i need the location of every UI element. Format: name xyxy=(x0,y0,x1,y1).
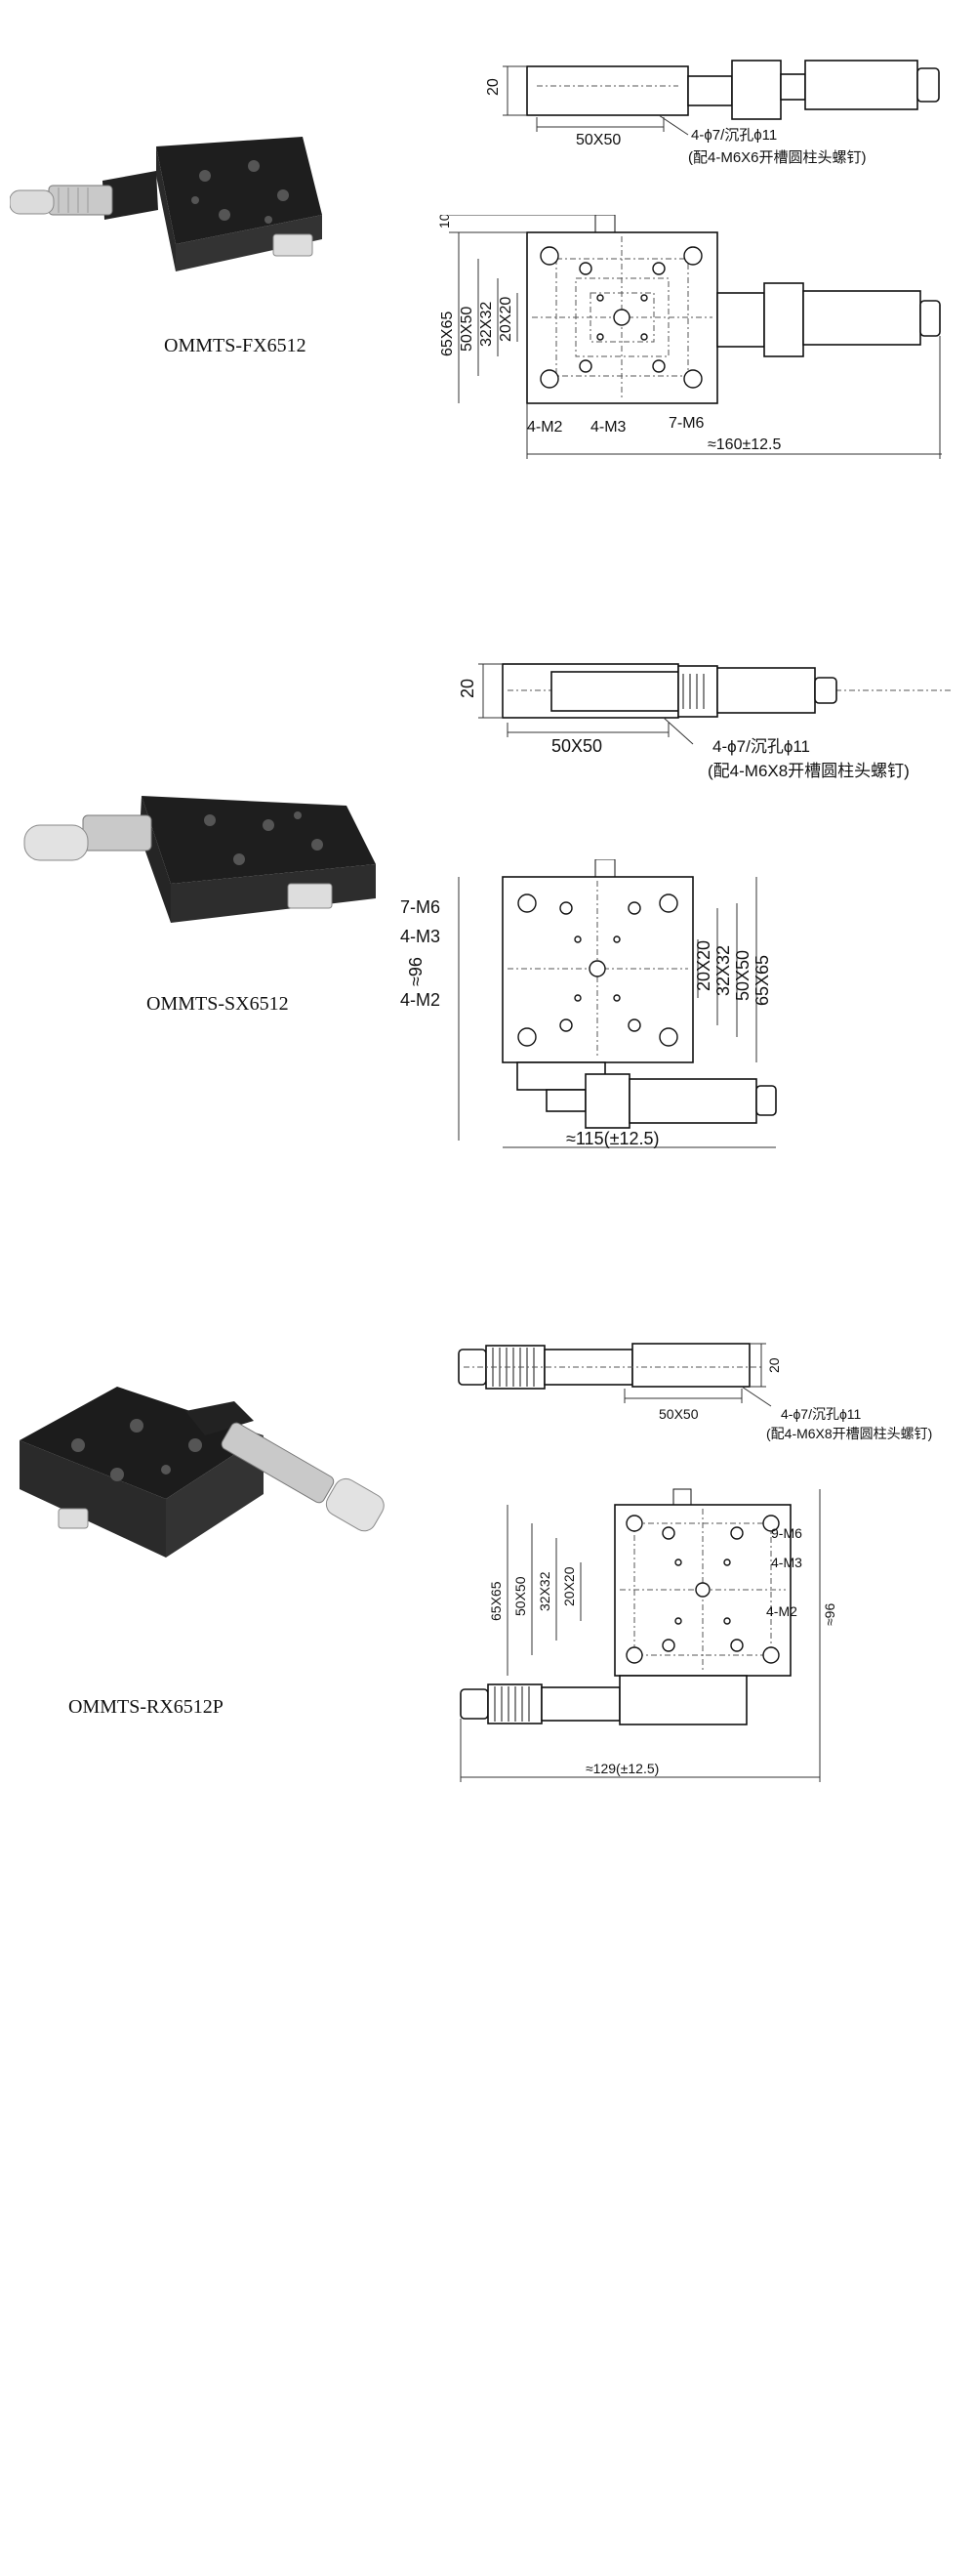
product-section-fx6512: OMMTS-FX6512 20 50X50 4-ϕ7/沉孔ϕ11 (配4-M6X… xyxy=(0,0,976,547)
hole-note: 4-ϕ7/沉孔ϕ11 xyxy=(691,127,777,144)
product-section-rx6512p: OMMTS-RX6512P 20 50X50 4-ϕ7/沉孔ϕ11 (配4-M6… xyxy=(0,1309,976,1816)
product-section-sx6512: OMMTS-SX6512 20 50X50 4-ϕ7/沉孔ϕ11 (配4-M6X… xyxy=(0,644,976,1250)
hole-label-m2: 4-M2 xyxy=(400,990,440,1010)
hole-label-m2: 4-M2 xyxy=(527,419,563,436)
outer-dim-label-65: 65X65 xyxy=(752,955,772,1006)
side-view-drawing: 20 50X50 4-ϕ7/沉孔ϕ11 (配4-M6X8开槽圆柱头螺钉) xyxy=(458,1343,932,1441)
top-view-drawing: 7-M6 4-M3 4-M2 ≈96 20X20 32X32 50X50 65X… xyxy=(400,859,777,1148)
height-dim-label: 20 xyxy=(766,1357,782,1373)
hole-label-m6: 7-M6 xyxy=(669,415,705,432)
side-view-drawing: 20 50X50 4-ϕ7/沉孔ϕ11 (配4-M6X6开槽圆柱头螺钉) xyxy=(485,60,940,166)
height-dim-label: ≈96 xyxy=(822,1603,837,1626)
hole-label-m3: 4-M3 xyxy=(771,1555,802,1570)
side-view-drawing: 20 50X50 4-ϕ7/沉孔ϕ11 (配4-M6X8开槽圆柱头螺钉) xyxy=(458,663,952,780)
base-dim-label: 50X50 xyxy=(551,736,602,756)
length-dim-label: ≈115(±12.5) xyxy=(566,1129,659,1148)
inner-dim-label-20: 20X20 xyxy=(561,1566,577,1606)
base-dim-label: 50X50 xyxy=(576,132,621,148)
inner-dim-label-20: 20X20 xyxy=(498,297,514,342)
inner-dim-label-50: 50X50 xyxy=(512,1576,528,1616)
inner-dim-label-50: 50X50 xyxy=(459,307,475,352)
inner-dim-label-50: 50X50 xyxy=(733,950,752,1001)
hole-label-m2: 4-M2 xyxy=(766,1603,797,1619)
inner-dim-label-32: 32X32 xyxy=(713,945,733,996)
top-dim-label: 10 xyxy=(436,215,452,229)
model-label: OMMTS-RX6512P xyxy=(68,1696,224,1718)
outer-dim-label: 65X65 xyxy=(439,312,456,356)
product-photo-fx6512 xyxy=(9,107,332,283)
hole-label-m6: 7-M6 xyxy=(400,897,440,917)
base-dim-label: 50X50 xyxy=(659,1406,699,1422)
outer-dim-label-65: 65X65 xyxy=(488,1581,504,1621)
model-label: OMMTS-FX6512 xyxy=(164,335,306,356)
top-view-drawing: 10 65X65 50X50 32X32 20X20 4-M2 4-M3 7-M… xyxy=(436,215,942,459)
height-dim-label: ≈96 xyxy=(406,957,426,986)
hole-label-m3: 4-M3 xyxy=(400,927,440,946)
hole-note: 4-ϕ7/沉孔ϕ11 xyxy=(712,737,810,756)
screw-note: (配4-M6X6开槽圆柱头螺钉) xyxy=(688,149,867,166)
hole-note: 4-ϕ7/沉孔ϕ11 xyxy=(781,1406,862,1422)
screw-note: (配4-M6X8开槽圆柱头螺钉) xyxy=(766,1426,932,1441)
product-photo-rx6512p xyxy=(10,1367,439,1572)
length-dim-label: ≈160±12.5 xyxy=(708,436,782,453)
model-label: OMMTS-SX6512 xyxy=(146,993,289,1015)
height-dim-label: 20 xyxy=(485,78,502,96)
height-dim-label: 20 xyxy=(458,679,477,698)
hole-label-m6: 9-M6 xyxy=(771,1525,802,1541)
inner-dim-label-20: 20X20 xyxy=(694,940,713,991)
product-photo-sx6512 xyxy=(15,776,386,933)
inner-dim-label-32: 32X32 xyxy=(537,1571,552,1611)
screw-note: (配4-M6X8开槽圆柱头螺钉) xyxy=(708,762,910,780)
top-view-drawing: 65X65 50X50 32X32 20X20 9-M6 4-M3 4-M2 ≈… xyxy=(460,1488,837,1782)
hole-label-m3: 4-M3 xyxy=(590,419,627,436)
length-dim-label: ≈129(±12.5) xyxy=(586,1761,659,1776)
inner-dim-label-32: 32X32 xyxy=(478,302,495,347)
